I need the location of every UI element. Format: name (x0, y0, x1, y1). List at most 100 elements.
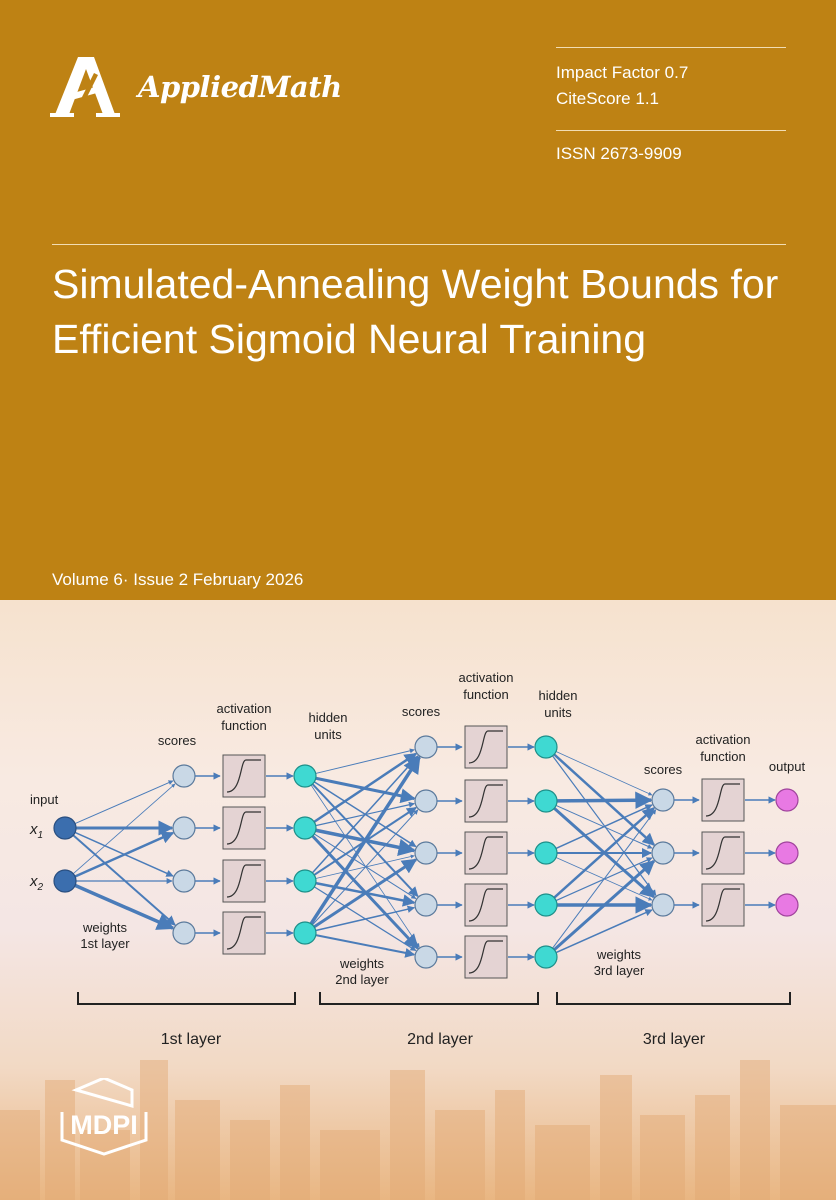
sigmoid-activation-box (701, 831, 745, 875)
hidden-node (534, 735, 558, 759)
sigmoid-activation-box (464, 831, 508, 875)
layer1-activation-label: activation (217, 701, 272, 716)
sigmoid-activation-box (222, 806, 266, 850)
hidden-node (534, 945, 558, 969)
layer2-units-label: units (544, 705, 572, 720)
layer3-weights-sub-label: 3rd layer (594, 963, 645, 978)
weight-edge (72, 783, 176, 875)
volume-issue-line: Volume 6· Issue 2 February 2026 (52, 570, 304, 589)
journal-name: AppliedMath (138, 70, 342, 104)
weight-edge (315, 934, 416, 958)
x2-label: x2 (29, 873, 44, 893)
journal-logo-icon (50, 57, 120, 117)
score-node (172, 869, 196, 893)
weight-edge (315, 748, 415, 774)
layer3-scores-label: scores (644, 762, 683, 777)
weight-edge (312, 809, 419, 926)
weight-edge (553, 807, 655, 899)
input-node (53, 869, 77, 893)
sigmoid-activation-box (464, 935, 508, 979)
weight-connections (72, 743, 776, 961)
layer3-activation-label: activation (696, 732, 751, 747)
cover-header-panel (0, 0, 836, 600)
score-node (651, 841, 675, 865)
divider (52, 244, 786, 245)
layer2-function-label: function (463, 687, 509, 702)
output-node (775, 788, 799, 812)
layer2-hidden-label: hidden (538, 688, 577, 703)
weight-edge (313, 752, 418, 823)
score-node (414, 789, 438, 813)
citescore: CiteScore 1.1 (556, 89, 659, 108)
weight-edge (74, 831, 175, 878)
layer3-output-label: output (769, 759, 806, 774)
weight-edge (313, 858, 418, 929)
hidden-node (534, 893, 558, 917)
layer2-scores-label: scores (402, 704, 441, 719)
output-node (775, 841, 799, 865)
x1-label: x1 (29, 821, 43, 841)
issn: ISSN 2673-9909 (556, 144, 682, 163)
weight-edge (74, 780, 174, 825)
weight-edge (552, 809, 657, 949)
weight-edge (74, 883, 175, 930)
bracket-label-2: 2nd layer (407, 1031, 473, 1048)
layer1-units-label: units (314, 727, 342, 742)
score-node (414, 945, 438, 969)
score-node (651, 893, 675, 917)
weight-edge (72, 834, 176, 926)
hidden-node (293, 921, 317, 945)
bracket-label-3: 3rd layer (643, 1031, 706, 1048)
sigmoid-activation-box (701, 778, 745, 822)
network-nodes (53, 725, 799, 979)
article-title: Simulated-Annealing Weight Bounds for Ef… (52, 261, 779, 362)
neural-network-figure: input x1 x2 scores activation function h… (29, 670, 806, 1048)
hidden-node (293, 869, 317, 893)
score-node (414, 841, 438, 865)
layer3-function-label: function (700, 749, 746, 764)
impact-factor: Impact Factor 0.7 (556, 63, 689, 82)
score-node (651, 788, 675, 812)
sigmoid-activation-box (222, 754, 266, 798)
weight-edge (311, 755, 419, 874)
weight-edge (555, 751, 653, 796)
sigmoid-activation-box (222, 859, 266, 903)
weight-edge (315, 905, 416, 932)
publisher-name: MDPI (70, 1110, 138, 1140)
score-node (414, 893, 438, 917)
score-node (172, 921, 196, 945)
hidden-node (293, 816, 317, 840)
weight-edge (552, 755, 657, 896)
weight-edge (309, 755, 421, 925)
output-node (775, 893, 799, 917)
layer-brackets (77, 992, 791, 1005)
layer1-scores-label: scores (158, 733, 197, 748)
layer1-hidden-label: hidden (308, 710, 347, 725)
hidden-node (293, 764, 317, 788)
score-node (172, 816, 196, 840)
sigmoid-activation-box (464, 883, 508, 927)
mdpi-logo-icon: MDPI (60, 1078, 148, 1156)
divider (556, 47, 786, 48)
input-node (53, 816, 77, 840)
layer2-weights-label: weights (339, 956, 385, 971)
sigmoid-activation-box (222, 911, 266, 955)
hidden-node (534, 789, 558, 813)
weight-edge (553, 859, 656, 951)
divider (556, 130, 786, 131)
layer3-weights-label: weights (596, 947, 642, 962)
score-node (414, 735, 438, 759)
bracket-label-1: 1st layer (161, 1031, 222, 1048)
weight-edge (555, 804, 653, 850)
score-node (172, 764, 196, 788)
input-label: input (30, 792, 59, 807)
weight-edge (556, 791, 653, 809)
weight-edge (314, 833, 417, 899)
layer1-weights-label: weights (82, 920, 128, 935)
layer1-weights-sub-label: 1st layer (80, 936, 130, 951)
layer2-weights-sub-label: 2nd layer (335, 972, 389, 987)
city-skyline-illustration (0, 1060, 836, 1200)
sigmoid-activation-box (701, 883, 745, 927)
layer2-activation-label: activation (459, 670, 514, 685)
